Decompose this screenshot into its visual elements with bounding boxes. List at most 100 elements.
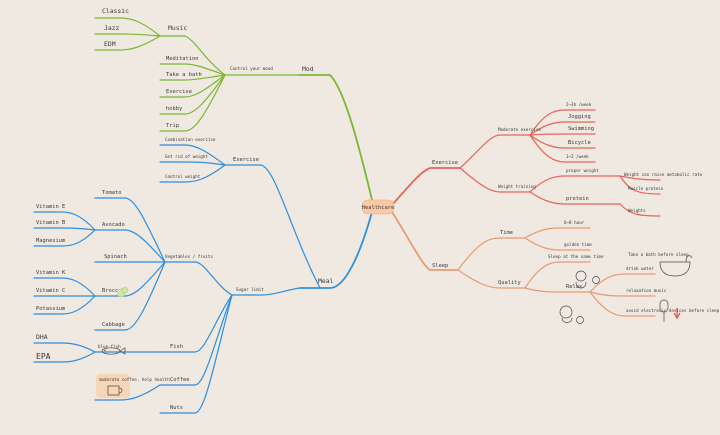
microphone-doodle-icon (659, 299, 669, 322)
relax-1: drink water (626, 266, 654, 271)
other-2: Take a bath (166, 72, 202, 78)
aero-4: Bicycle (568, 140, 591, 146)
broccoli-p: Potassium (36, 306, 65, 312)
sugar-fish-line (159, 294, 233, 353)
time-1-line (524, 227, 591, 239)
exercise-label: Exercise (432, 160, 458, 166)
proper-note-line (619, 175, 661, 181)
weight-muscle: Muscle protein (628, 186, 664, 191)
veg-avocado: Avocado (102, 222, 125, 228)
weight-proper: proper weight (566, 168, 599, 173)
meal-sugar-line (231, 287, 301, 296)
fish-note: blue fish (98, 344, 121, 349)
time-label: Time (500, 230, 513, 236)
branch-meal (299, 211, 373, 289)
exercise-aerobic-line (459, 134, 531, 169)
coffee-note-icon: moderate coffee, help health (96, 374, 170, 398)
fish-doodle-icon (101, 347, 126, 355)
other-2-line (159, 74, 226, 81)
meal-ex-1-line (159, 144, 226, 166)
aero-4-line (529, 134, 596, 149)
sleep-time-line (457, 237, 526, 271)
weight-protein-line (529, 191, 621, 205)
meal-ex-2: Get rid of weight (165, 154, 208, 159)
aero-2: Jogging (568, 114, 591, 120)
quality-same: Sleep at the same time (548, 254, 604, 259)
fish-dha-line (33, 342, 96, 353)
meal-exercise-label: Exercise (233, 157, 259, 163)
sugar-veg-line (164, 261, 233, 296)
relax-3: avoid electronic devices before sleep (626, 308, 720, 313)
aero-5: 1~2 /week (566, 154, 589, 159)
music-label: Music (168, 24, 187, 32)
sugar-nuts-line (159, 294, 233, 414)
veg-broccoli: Broccoli (102, 288, 128, 294)
root-node[interactable] (361, 199, 395, 215)
weight-label: Weight training (498, 184, 536, 189)
weight-note: Weight can raise metabolic rate (624, 172, 703, 177)
aero-3-line (529, 133, 596, 136)
other-4-line (159, 74, 226, 115)
other-4: hobby (166, 106, 183, 112)
other-5-line (159, 74, 226, 132)
broccoli-k-line (33, 277, 96, 297)
weight-protein: protein (566, 196, 589, 202)
time-2: golden time (564, 242, 592, 247)
meal-label: Meal (318, 277, 334, 285)
other-1: Meditation (166, 56, 198, 62)
broccoli-k: Vitamin K (36, 270, 66, 276)
avocado-e-line (33, 211, 96, 231)
other-3: Exercise (166, 89, 192, 95)
meal-ex-3: Control weight (165, 174, 201, 179)
branch-exercise (391, 167, 461, 206)
avocado-mg: Magnesium (36, 238, 65, 244)
down-arrow-icon (673, 308, 681, 319)
quality-same-line (524, 261, 591, 289)
aero-1-line (529, 109, 596, 136)
meal-ex-1: Combination exercise (165, 137, 216, 142)
bathtub-doodle-icon (659, 255, 693, 277)
branch-mood (299, 74, 373, 201)
music-classic-line (94, 17, 161, 37)
branch-sleep (391, 211, 459, 271)
proper-muscle-line (619, 175, 661, 195)
sugar-coffee-line (159, 294, 233, 386)
music-edm: EDM (104, 40, 116, 48)
sleep-label: Sleep (432, 263, 448, 269)
quality-label: Quality (498, 280, 521, 286)
other-1-line (159, 63, 226, 76)
coffee-label: Coffee (170, 377, 189, 383)
relax-1-line (589, 273, 656, 293)
aero-2-line (529, 121, 596, 136)
fish-dha: DHA (36, 333, 48, 341)
aero-5-line (529, 134, 596, 163)
meal-exercise-line (224, 164, 321, 289)
root-label: Healthcare (362, 205, 394, 211)
quality-relax-line (524, 287, 591, 293)
music-jazz: Jazz (104, 24, 120, 32)
bath-note: Take a bath before sleep (628, 252, 689, 257)
veg-broccoli-line (94, 261, 166, 297)
veg-tomato-line (94, 197, 166, 263)
veg-label: Vegetables / fruits (165, 254, 213, 259)
mood-control-label: Control your mood (230, 66, 273, 71)
music-jazz-line (94, 33, 161, 37)
mood-music-line (159, 35, 226, 76)
coffee-note-line (94, 384, 161, 401)
time-1: 6~8 hour (564, 220, 585, 225)
sleep-quality-line (457, 269, 526, 289)
fish-epa-line (33, 351, 96, 363)
aerobic-label: Moderate exercise (498, 127, 541, 132)
music-edm-line (94, 35, 161, 51)
meal-ex-3-line (159, 164, 226, 183)
sleeping-person-doodle-icon (559, 305, 584, 324)
weight-proper-line (529, 175, 621, 193)
protein-weights-line (619, 203, 661, 217)
fish-epa: EPA (36, 352, 51, 361)
music-classic: Classic (102, 7, 129, 15)
weight-weights: Weights (628, 208, 646, 213)
coffee-note: moderate coffee, help health (99, 377, 170, 382)
other-5: Trip (166, 123, 179, 129)
mood-label: Mod (302, 65, 314, 73)
